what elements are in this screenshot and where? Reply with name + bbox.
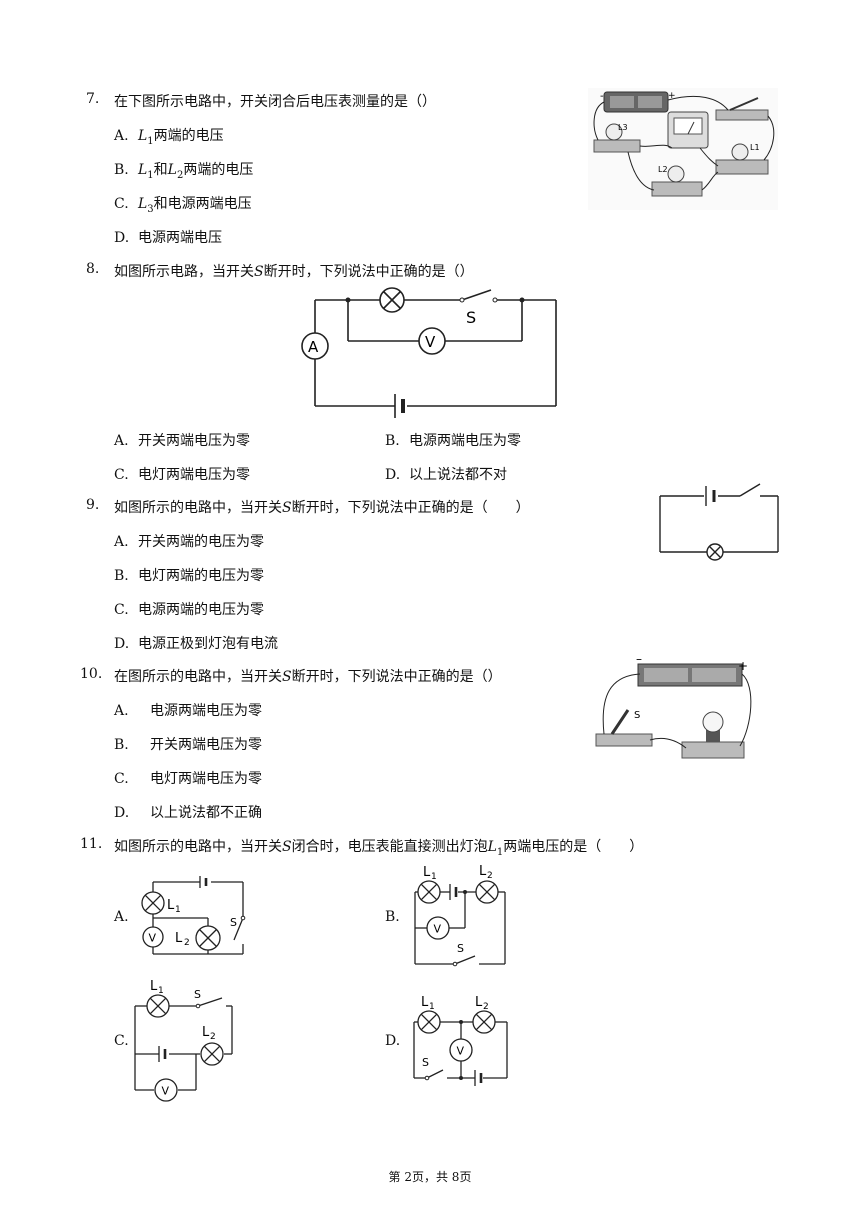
option-d[interactable]: D.以上说法都不对 bbox=[385, 467, 507, 483]
svg-text:L: L bbox=[202, 1025, 210, 1040]
svg-text:1: 1 bbox=[429, 1002, 435, 1012]
option-a[interactable]: A.电源两端电压为零 bbox=[114, 703, 262, 719]
option-a[interactable]: A. bbox=[114, 909, 129, 925]
circuit-photo-figure: – + S bbox=[595, 652, 752, 759]
circuit-option-d[interactable]: L 1 L 2 V S bbox=[409, 992, 513, 1086]
svg-text:L2: L2 bbox=[658, 165, 668, 174]
question-number: 7. bbox=[86, 91, 100, 107]
option-c[interactable]: C.电源两端的电压为零 bbox=[114, 602, 264, 618]
option-d[interactable]: D.电源两端电压 bbox=[114, 230, 222, 246]
page-footer: 第 2页，共 8页 bbox=[388, 1170, 472, 1184]
svg-text:S: S bbox=[422, 1056, 429, 1069]
svg-text:2: 2 bbox=[487, 871, 493, 881]
question-stem: 在下图所示电路中，开关闭合后电压表测量的是（） bbox=[114, 94, 436, 110]
svg-text:V: V bbox=[149, 932, 157, 945]
circuit-photo-figure: - + L3 L1 L2 bbox=[588, 88, 778, 210]
option-a[interactable]: A.开关两端的电压为零 bbox=[114, 534, 264, 550]
option-c[interactable]: C.电灯两端电压为零 bbox=[114, 771, 262, 787]
option-b[interactable]: B.电源两端电压为零 bbox=[385, 433, 521, 449]
svg-text:-: - bbox=[600, 91, 604, 102]
svg-text:+: + bbox=[738, 659, 748, 673]
option-d[interactable]: D.电源正极到灯泡有电流 bbox=[114, 636, 278, 652]
svg-text:L: L bbox=[421, 995, 429, 1010]
svg-text:S: S bbox=[466, 308, 476, 327]
svg-text:S: S bbox=[230, 916, 237, 929]
svg-text:A: A bbox=[308, 338, 319, 356]
svg-text:L: L bbox=[423, 865, 431, 880]
svg-text:L: L bbox=[167, 898, 175, 913]
svg-text:+: + bbox=[668, 91, 676, 101]
svg-text:2: 2 bbox=[184, 938, 190, 948]
question-stem: 如图所示的电路中，当开关S断开时，下列说法中正确的是（ ） bbox=[114, 500, 530, 516]
svg-text:S: S bbox=[194, 988, 201, 1001]
svg-text:L: L bbox=[475, 995, 483, 1010]
option-b[interactable]: B.开关两端电压为零 bbox=[114, 737, 262, 753]
option-c[interactable]: C. bbox=[114, 1033, 129, 1049]
svg-text:V: V bbox=[457, 1045, 465, 1058]
question-stem: 如图所示的电路中，当开关S闭合时，电压表能直接测出灯泡L1两端电压的是（ ） bbox=[114, 839, 644, 858]
svg-text:V: V bbox=[434, 923, 442, 936]
option-b[interactable]: B. bbox=[385, 909, 400, 925]
svg-text:L: L bbox=[150, 979, 158, 994]
svg-text:L: L bbox=[479, 864, 487, 879]
svg-text:2: 2 bbox=[483, 1002, 489, 1012]
question-number: 10. bbox=[80, 666, 103, 682]
svg-text:V: V bbox=[162, 1085, 170, 1098]
svg-text:1: 1 bbox=[431, 872, 437, 882]
question-number: 11. bbox=[80, 836, 103, 852]
circuit-option-c[interactable]: L 1 S L 2 V bbox=[132, 976, 240, 1102]
option-b[interactable]: B.L1和L2两端的电压 bbox=[114, 162, 254, 181]
option-c[interactable]: C.L3和电源两端电压 bbox=[114, 196, 252, 215]
option-d[interactable]: D.以上说法都不正确 bbox=[114, 805, 262, 821]
option-b[interactable]: B.电灯两端的电压为零 bbox=[114, 568, 264, 584]
question-number: 9. bbox=[86, 497, 100, 513]
option-a[interactable]: A.开关两端电压为零 bbox=[114, 433, 250, 449]
svg-text:–: – bbox=[636, 652, 642, 666]
svg-text:1: 1 bbox=[158, 986, 164, 996]
option-d[interactable]: D. bbox=[385, 1033, 401, 1049]
option-c[interactable]: C.电灯两端电压为零 bbox=[114, 467, 250, 483]
question-stem: 在图所示的电路中，当开关S断开时，下列说法中正确的是（） bbox=[114, 669, 502, 685]
circuit-option-a[interactable]: L 1 L 2 S V bbox=[138, 876, 250, 958]
question-number: 8. bbox=[86, 261, 100, 277]
svg-text:1: 1 bbox=[175, 905, 181, 915]
circuit-diagram-q8: S V A bbox=[301, 287, 557, 418]
question-stem: 如图所示电路，当开关S断开时，下列说法中正确的是（） bbox=[114, 264, 474, 280]
svg-text:L: L bbox=[175, 931, 183, 946]
svg-text:2: 2 bbox=[210, 1032, 216, 1042]
circuit-diagram-q9 bbox=[659, 483, 779, 561]
circuit-option-b[interactable]: L 1 L 2 V S bbox=[409, 862, 511, 968]
svg-text:S: S bbox=[634, 710, 640, 721]
svg-text:S: S bbox=[457, 942, 464, 955]
svg-text:L1: L1 bbox=[750, 143, 760, 152]
svg-text:L3: L3 bbox=[618, 123, 628, 132]
option-a[interactable]: A.L1两端的电压 bbox=[114, 128, 224, 147]
svg-text:V: V bbox=[425, 333, 436, 351]
